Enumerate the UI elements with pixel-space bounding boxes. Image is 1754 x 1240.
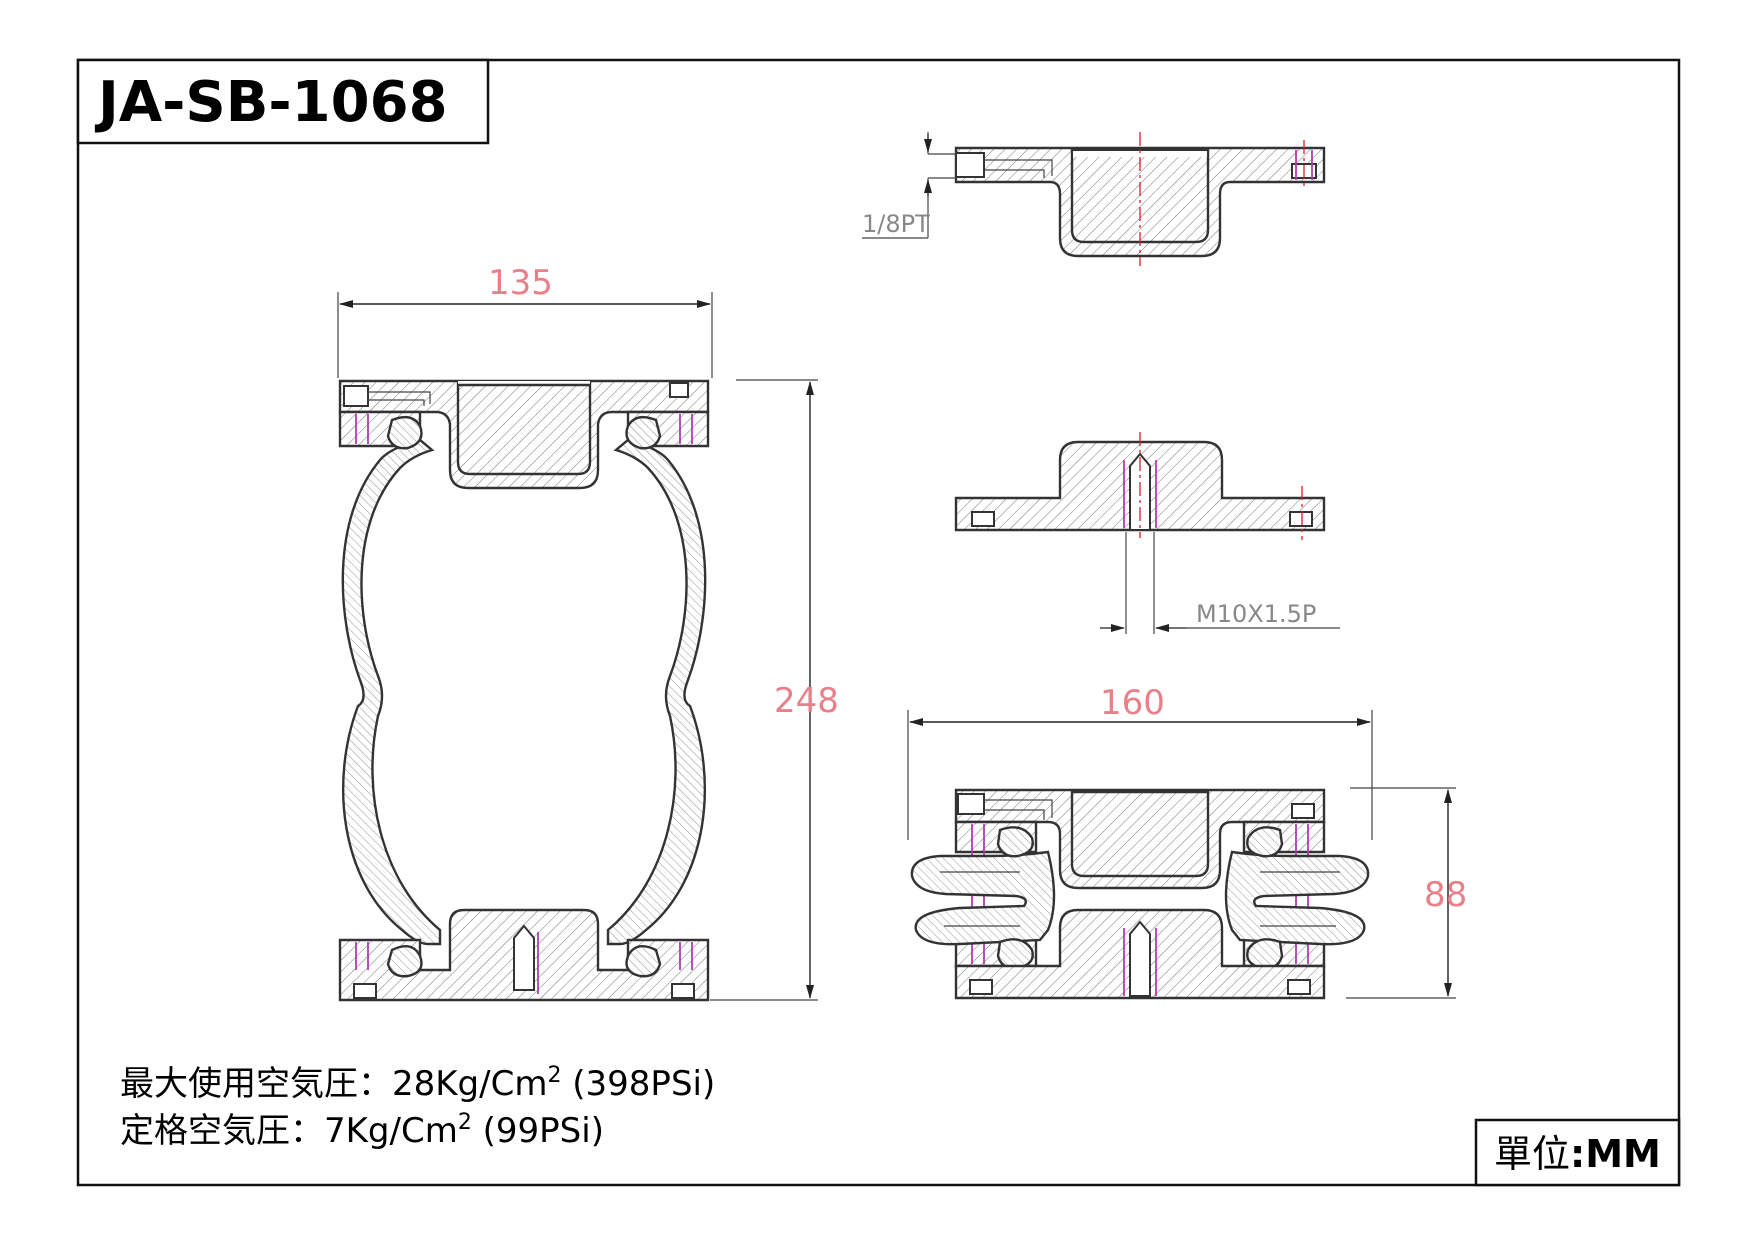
dimension-label-248: 248	[774, 681, 839, 721]
extended-section-view	[338, 379, 710, 1002]
drawing-border	[76, 58, 1681, 1187]
dimension-width-160: 160	[907, 683, 1373, 840]
compressed-section-view	[910, 788, 1370, 1000]
dimension-label-160: 160	[1100, 683, 1165, 723]
dimension-label-88: 88	[1424, 875, 1467, 915]
dimension-label-135: 135	[488, 263, 553, 303]
dimension-width-135: 135	[337, 263, 713, 378]
rated-pressure-note: 定格空気圧：7Kg/Cm2 (99PSi)	[120, 1110, 604, 1151]
dimension-height-88: 88	[1346, 787, 1467, 999]
unit-block: 單位:MM	[1474, 1118, 1681, 1187]
dimension-height-248: 248	[710, 379, 839, 1001]
unit-label: 單位:MM	[1494, 1132, 1661, 1176]
bottom-plate-view: M10X1.5P	[954, 432, 1340, 634]
air-port-thread-label: 1/8PT	[862, 210, 930, 238]
model-title: JA-SB-1068	[94, 70, 448, 135]
title-block: JA-SB-1068	[76, 58, 490, 145]
pressure-notes: 最大使用空気圧：28Kg/Cm2 (398PSi) 定格空気圧：7Kg/Cm2 …	[120, 1063, 715, 1151]
max-pressure-note: 最大使用空気圧：28Kg/Cm2 (398PSi)	[120, 1063, 715, 1104]
bottom-thread-label: M10X1.5P	[1196, 600, 1316, 628]
top-plate-view: 1/8PT	[862, 132, 1326, 266]
